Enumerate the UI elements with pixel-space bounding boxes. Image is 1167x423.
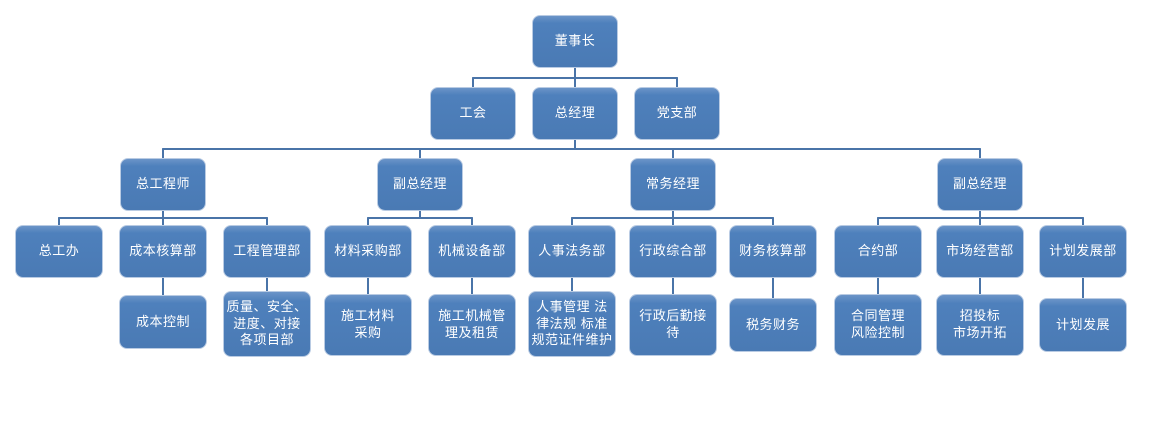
org-node-plan-development: 计划发展 <box>1039 298 1127 352</box>
org-node-label: 工程管理部 <box>233 243 301 259</box>
org-node-label: 行政综合部 <box>639 243 707 259</box>
org-node-chief-engineer-office: 总工办 <box>15 225 103 278</box>
org-node-bidding-market: 招投标 市场开拓 <box>936 294 1024 356</box>
org-node-label: 合约部 <box>857 243 899 259</box>
org-node-label: 机械设备部 <box>438 243 506 259</box>
org-node-cost-accounting-dept: 成本核算部 <box>119 225 207 278</box>
org-node-label: 合同管理 风险控制 <box>850 308 905 340</box>
org-node-label: 人事管理 法 律法规 标准 规范证件维护 <box>531 298 613 348</box>
org-node-market-operation-dept: 市场经营部 <box>936 225 1024 278</box>
org-node-label: 质量、安全、 进度、对接 各项目部 <box>226 298 308 348</box>
org-node-engineering-mgmt-dept: 工程管理部 <box>223 225 311 278</box>
org-node-label: 施工材料 采购 <box>340 308 395 340</box>
org-node-label: 计划发展部 <box>1049 243 1117 259</box>
org-node-chief-engineer: 总工程师 <box>120 158 206 211</box>
org-node-label: 施工机械管 理及租赁 <box>438 308 506 340</box>
org-node-machinery-equip-dept: 机械设备部 <box>428 225 516 278</box>
org-node-label: 常务经理 <box>645 176 700 192</box>
org-node-deputy-gm-1: 副总经理 <box>377 158 463 211</box>
org-node-admin-general-dept: 行政综合部 <box>629 225 717 278</box>
org-node-label: 财务核算部 <box>739 243 807 259</box>
org-node-contract-risk-control: 合同管理 风险控制 <box>834 294 922 356</box>
org-node-label: 计划发展 <box>1055 316 1110 332</box>
org-node-label: 党支部 <box>656 105 698 121</box>
org-node-label: 董事长 <box>554 33 596 49</box>
org-node-hr-legal-dept: 人事法务部 <box>528 225 616 278</box>
org-node-cost-control: 成本控制 <box>119 295 207 349</box>
org-node-construction-machinery: 施工机械管 理及租赁 <box>428 294 516 356</box>
org-node-executive-manager: 常务经理 <box>630 158 716 211</box>
org-node-admin-logistics: 行政后勤接 待 <box>629 294 717 356</box>
org-node-label: 副总经理 <box>952 176 1007 192</box>
org-node-label: 总经理 <box>554 105 596 121</box>
org-node-material-purchase-dept: 材料采购部 <box>324 225 412 278</box>
org-node-tax-finance: 税务财务 <box>729 298 817 352</box>
org-node-contract-dept: 合约部 <box>834 225 922 278</box>
org-node-label: 总工程师 <box>135 176 190 192</box>
org-node-party-branch: 党支部 <box>634 87 720 140</box>
org-node-label: 材料采购部 <box>334 243 402 259</box>
org-node-label: 成本控制 <box>135 313 190 329</box>
org-node-finance-accounting-dept: 财务核算部 <box>729 225 817 278</box>
org-node-label: 总工办 <box>38 243 80 259</box>
org-node-label: 工会 <box>459 105 487 121</box>
org-node-label: 人事法务部 <box>538 243 606 259</box>
org-node-chairman: 董事长 <box>532 15 618 68</box>
org-node-general-manager: 总经理 <box>532 87 618 140</box>
org-node-label: 副总经理 <box>392 176 447 192</box>
org-node-hr-legal-duties: 人事管理 法 律法规 标准 规范证件维护 <box>528 291 616 357</box>
org-node-label: 成本核算部 <box>129 243 197 259</box>
org-node-planning-dev-dept: 计划发展部 <box>1039 225 1127 278</box>
org-node-labor-union: 工会 <box>430 87 516 140</box>
org-node-quality-safety-progress: 质量、安全、 进度、对接 各项目部 <box>223 291 311 357</box>
org-node-label: 税务财务 <box>745 316 800 332</box>
org-node-deputy-gm-2: 副总经理 <box>937 158 1023 211</box>
org-node-label: 行政后勤接 待 <box>639 308 707 340</box>
org-node-label: 招投标 市场开拓 <box>952 308 1007 340</box>
org-node-label: 市场经营部 <box>946 243 1014 259</box>
org-node-construction-material: 施工材料 采购 <box>324 294 412 356</box>
